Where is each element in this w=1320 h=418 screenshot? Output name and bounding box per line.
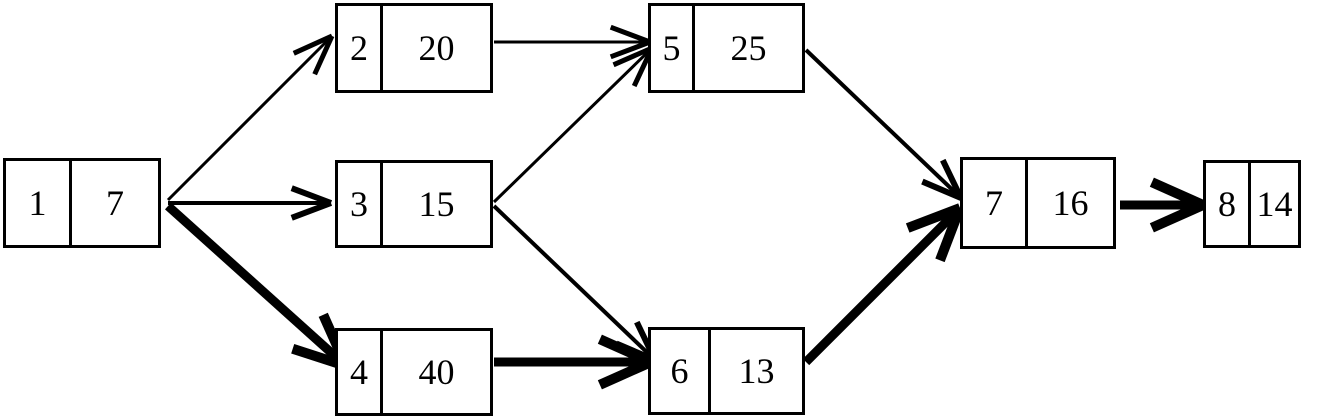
arrowhead-barb: [940, 158, 964, 200]
node-4-value: 40: [418, 352, 455, 392]
edge-5-to-7[interactable]: [804, 48, 964, 201]
node-6-value: 13: [738, 351, 775, 391]
arrowhead-barb: [612, 45, 654, 68]
node-3-id: 3: [338, 163, 383, 245]
edge-shaft: [492, 204, 657, 362]
edge-6-to-7[interactable]: [802, 203, 965, 366]
node-1-value: 7: [106, 183, 124, 223]
node-2-id: 2: [338, 6, 383, 90]
node-7[interactable]: 7 16: [960, 157, 1116, 249]
node-3-value: 15: [418, 184, 455, 224]
edge-1-to-3[interactable]: [168, 185, 333, 221]
node-8-id: 8: [1206, 163, 1251, 245]
node-1-id: 1: [6, 161, 72, 245]
arrowhead-barb: [597, 357, 654, 390]
edge-1-to-2[interactable]: [166, 33, 335, 202]
edge-3-to-5[interactable]: [492, 45, 655, 204]
arrowhead-barb: [290, 200, 333, 221]
edge-shaft: [804, 48, 963, 200]
node-7-id: 7: [963, 160, 1028, 246]
arrowhead-barb: [597, 334, 654, 367]
arrowhead-barb: [609, 39, 651, 60]
node-2-value: 20: [418, 28, 455, 68]
edge-shaft: [166, 34, 334, 202]
edge-shaft: [492, 46, 654, 204]
node-8-value: 14: [1256, 184, 1293, 224]
node-6[interactable]: 6 13: [648, 327, 805, 415]
arrowhead-barb: [312, 34, 335, 76]
arrowhead-barb: [1149, 200, 1206, 233]
edge-4-to-6[interactable]: [494, 334, 654, 390]
node-3[interactable]: 3 15: [335, 160, 493, 248]
arrowhead-barb: [290, 185, 333, 206]
node-5[interactable]: 5 25: [648, 3, 805, 93]
edge-shaft: [164, 202, 350, 370]
edge-7-to-8[interactable]: [1120, 177, 1206, 233]
node-6-id: 6: [651, 330, 711, 412]
arrowhead-barb: [921, 178, 963, 201]
edge-3-to-6[interactable]: [492, 204, 658, 363]
arrowhead-barb: [292, 33, 334, 56]
node-4-id: 4: [338, 331, 383, 413]
arrowhead-barb: [1149, 177, 1206, 210]
edge-2-to-5[interactable]: [494, 24, 651, 60]
arrowhead-barb: [935, 206, 965, 263]
node-2[interactable]: 2 20: [335, 3, 493, 93]
node-5-value: 25: [730, 28, 767, 68]
node-7-value: 16: [1052, 183, 1089, 223]
arrowhead-barb: [609, 24, 651, 45]
edge-shaft: [802, 204, 964, 366]
edge-1-to-4[interactable]: [164, 202, 351, 371]
node-5-id: 5: [651, 6, 695, 90]
arrowhead-barb: [905, 203, 962, 233]
node-4[interactable]: 4 40: [335, 328, 493, 416]
